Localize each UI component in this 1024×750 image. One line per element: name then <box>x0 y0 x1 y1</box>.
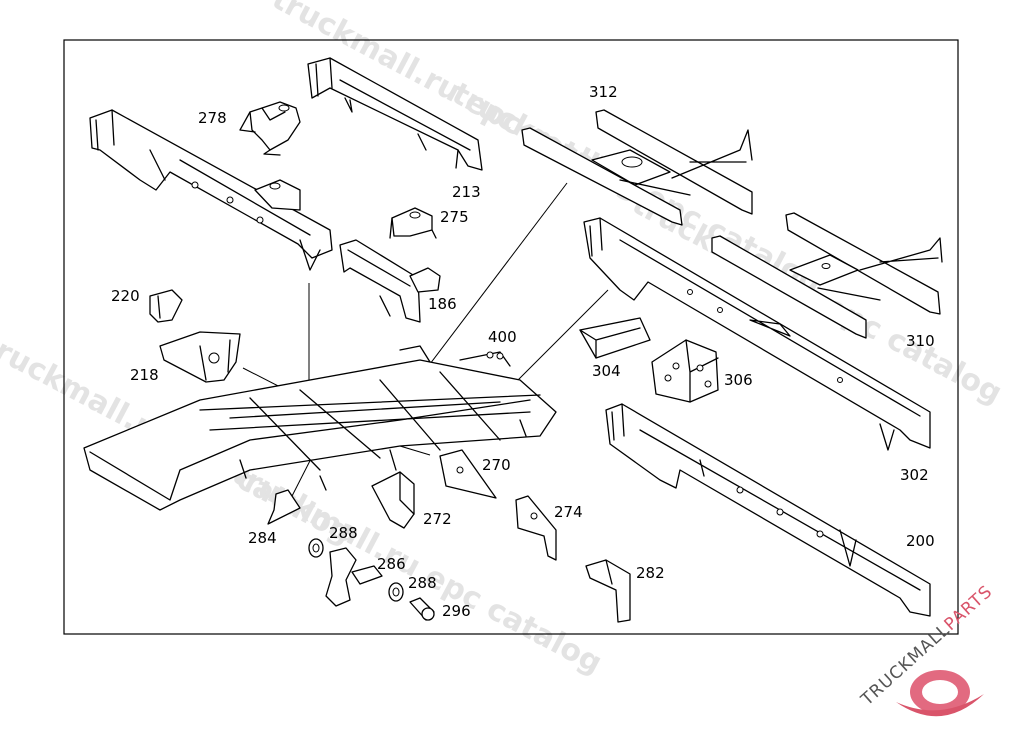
logo-swoosh-icon <box>896 694 984 717</box>
part-218-bracket <box>159 331 241 383</box>
part-275-mount <box>389 207 437 239</box>
part-288-washer-b <box>388 582 404 602</box>
part-296-bolt <box>409 597 435 621</box>
callout-286: 286 <box>377 555 406 573</box>
part-302-rail <box>583 217 931 451</box>
part-278-bracket <box>239 101 301 156</box>
callout-304: 304 <box>592 362 621 380</box>
callout-288a: 288 <box>329 524 358 542</box>
part-272-bracket <box>371 471 415 529</box>
callout-306: 306 <box>724 371 753 389</box>
part-main-chassis <box>83 345 557 511</box>
callout-312: 312 <box>589 83 618 101</box>
part-288-washer-a <box>308 538 324 558</box>
callout-213: 213 <box>452 183 481 201</box>
part-274-plate <box>515 495 557 561</box>
part-220-bracket <box>149 289 183 323</box>
callout-282: 282 <box>636 564 665 582</box>
logo-text-accent: PARTS <box>941 582 997 635</box>
callout-278: 278 <box>198 109 227 127</box>
callout-200: 200 <box>906 532 935 550</box>
part-286-link <box>325 547 383 607</box>
callout-274: 274 <box>554 503 583 521</box>
callout-296: 296 <box>442 602 471 620</box>
callout-284: 284 <box>248 529 277 547</box>
part-304-plate <box>579 317 651 359</box>
callout-272: 272 <box>423 510 452 528</box>
part-312-frame <box>521 109 753 226</box>
callout-labels: 278 213 275 312 310 186 220 218 400 304 … <box>111 83 935 620</box>
callout-220: 220 <box>111 287 140 305</box>
part-284-bracket <box>267 489 301 525</box>
logo-gear-icon <box>910 670 970 714</box>
callout-302: 302 <box>900 466 929 484</box>
callout-310: 310 <box>906 332 935 350</box>
callout-275: 275 <box>440 208 469 226</box>
callout-270: 270 <box>482 456 511 474</box>
part-200-rail <box>605 403 931 617</box>
callout-288b: 288 <box>408 574 437 592</box>
callout-218: 218 <box>130 366 159 384</box>
part-270-gusset <box>439 449 497 499</box>
part-310-frame <box>711 212 943 339</box>
callout-400: 400 <box>488 328 517 346</box>
diagram-frame <box>63 39 959 635</box>
part-213-rail <box>307 57 483 171</box>
callout-186: 186 <box>428 295 457 313</box>
watermark-text: truckmall.ru epc catalog <box>226 456 607 681</box>
part-186-rail <box>89 109 441 323</box>
part-282-bracket <box>585 559 631 623</box>
part-306-block <box>651 339 719 403</box>
